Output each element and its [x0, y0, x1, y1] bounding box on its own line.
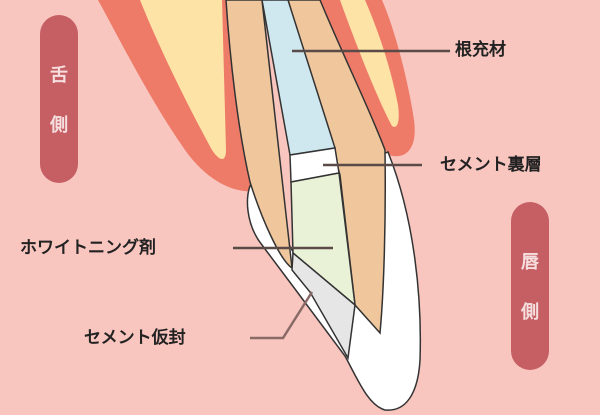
- lingual-char-1: 舌: [50, 65, 68, 86]
- lingual-char-2: 側: [50, 115, 68, 136]
- dentin-lingual: [225, 0, 293, 270]
- temporary-seal: [291, 251, 356, 361]
- label-cement-temp-seal: セメント仮封: [84, 328, 186, 348]
- labial-char-1: 唇: [521, 252, 539, 273]
- label-root-filling: 根充材: [455, 40, 506, 60]
- label-cement-base: セメント裏層: [440, 155, 542, 175]
- labial-char-2: 側: [521, 302, 539, 323]
- lingual-side-badge: 舌 側: [40, 15, 78, 183]
- labial-bone: [340, 0, 399, 127]
- label-whitening-agent: ホワイトニング剤: [20, 238, 156, 258]
- lingual-bone: [140, 0, 226, 159]
- labial-side-badge: 唇 側: [511, 202, 549, 370]
- leader-cement-temp-seal: [250, 291, 314, 340]
